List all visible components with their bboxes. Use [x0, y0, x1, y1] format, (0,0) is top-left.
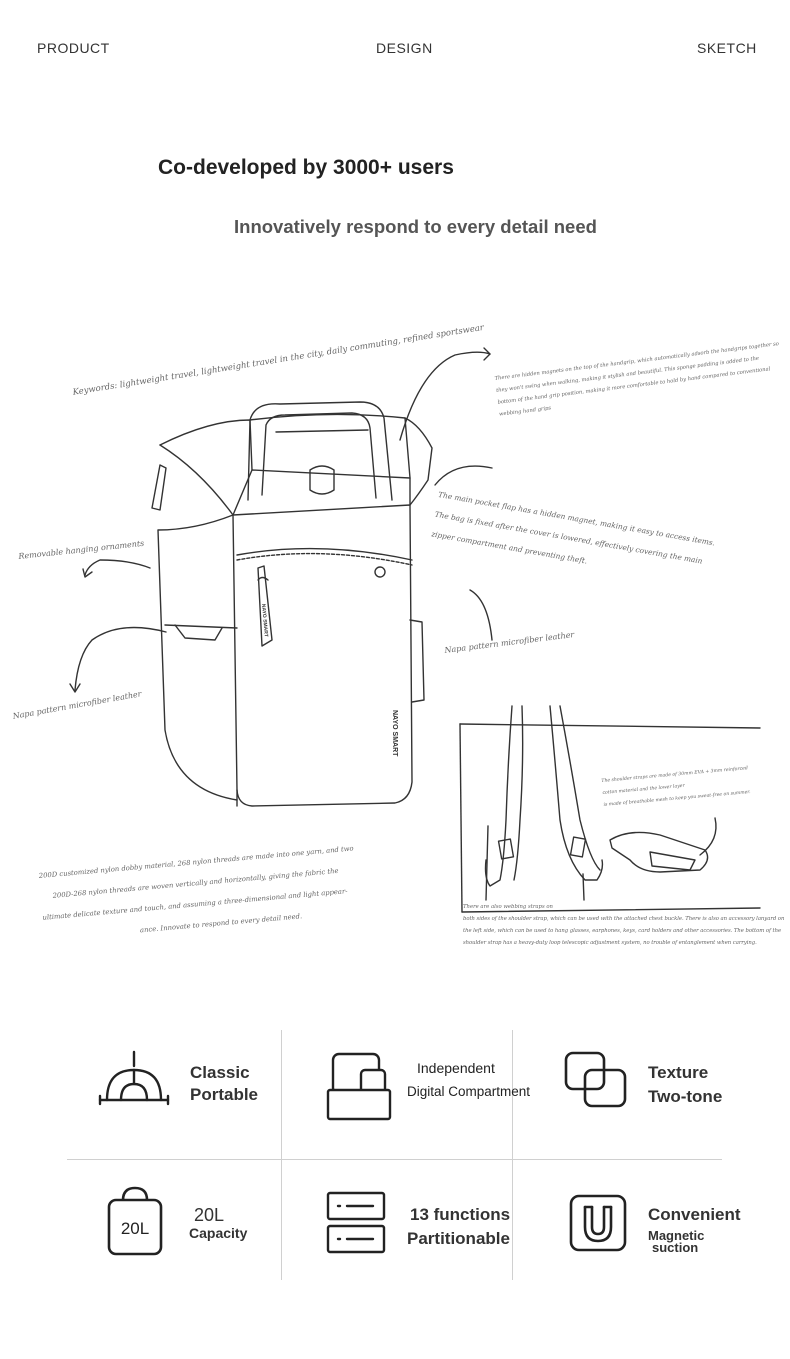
feature-magnetic-line3: suction — [652, 1240, 699, 1255]
feature-digital-line2: Digital Compartment — [407, 1084, 531, 1099]
grid-divider-vertical-right — [512, 1030, 513, 1280]
feature-capacity-line2: Capacity — [189, 1225, 248, 1241]
feature-classic: Classic Portable — [190, 1063, 259, 1104]
page-subtitle: Innovatively respond to every detail nee… — [234, 216, 597, 237]
header-design: DESIGN — [376, 40, 433, 56]
backpack-sketch: NAYO SMART NAYO SMART — [69, 347, 761, 913]
feature-digital-line1: Independent — [417, 1060, 495, 1076]
feature-capacity-line1: 20L — [194, 1205, 225, 1225]
capacity-bag-icon: 20L — [107, 1186, 163, 1256]
two-tone-icon — [564, 1051, 627, 1108]
handle-icon — [98, 1050, 170, 1106]
feature-texture: Texture Two-tone — [648, 1063, 723, 1106]
brand-tag-ornament: NAYO SMART — [260, 604, 269, 638]
header-product: PRODUCT — [37, 40, 110, 56]
note-webbing: There are also webbing straps on both si… — [463, 904, 785, 946]
grid-divider-horizontal — [67, 1159, 722, 1160]
compartment-icon — [326, 1052, 392, 1121]
feature-functions-line2: Partitionable — [407, 1229, 510, 1248]
feature-magnetic-line2: Magnetic — [648, 1228, 705, 1243]
page-title: Co-developed by 3000+ users — [158, 156, 454, 179]
feature-functions: 13 functions — [410, 1205, 511, 1224]
grid-divider-vertical-left — [281, 1030, 282, 1280]
feature-magnetic-line1: Convenient — [648, 1205, 741, 1224]
magnet-icon — [569, 1194, 627, 1252]
brand-tag-body: NAYO SMART — [391, 710, 398, 757]
partition-icon — [326, 1191, 386, 1254]
header-sketch: SKETCH — [697, 40, 757, 56]
capacity-badge: 20L — [121, 1219, 149, 1238]
